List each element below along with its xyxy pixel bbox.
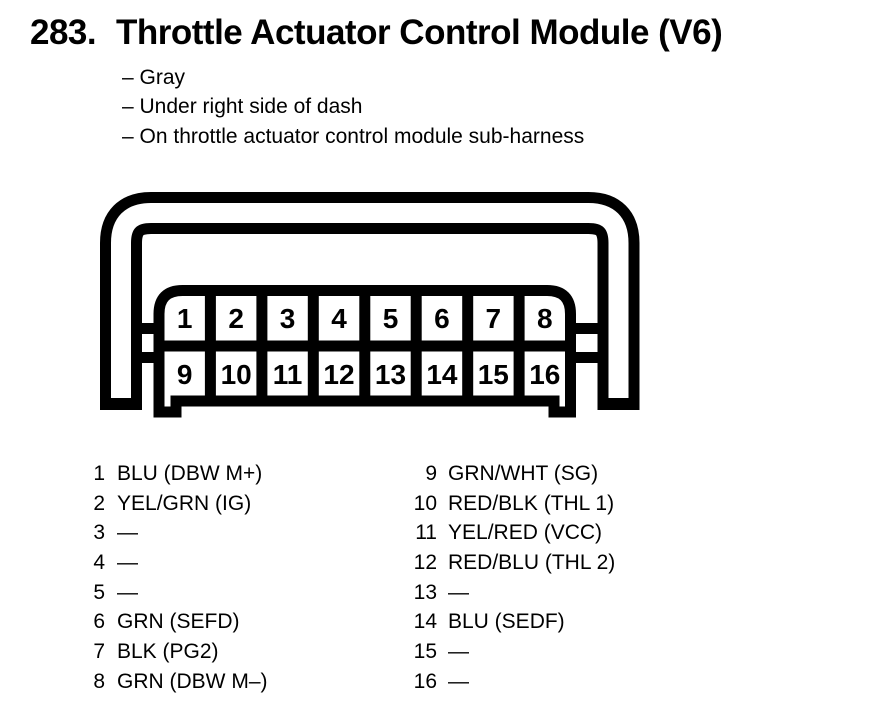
note-line: – Under right side of dash	[122, 95, 363, 119]
pin-number: 10	[413, 491, 437, 515]
pin-row: 16 —	[400, 667, 615, 697]
pin-number: 13	[413, 580, 437, 604]
pin-row: 9 GRN/WHT (SG)	[400, 459, 615, 489]
right-tab	[572, 352, 600, 363]
pin-cell-number: 8	[537, 303, 553, 334]
pin-cell-number: 6	[434, 303, 450, 334]
pin-label: YEL/GRN (IG)	[117, 491, 252, 515]
pin-label: RED/BLU (THL 2)	[448, 551, 616, 575]
pin-row: 4—	[85, 548, 268, 578]
pin-row: 14 BLU (SEDF)	[400, 607, 615, 637]
notes-list: – Gray – Under right side of dash – On thr…	[122, 63, 584, 151]
pin-number: 2	[93, 491, 105, 515]
pin-cell-number: 12	[323, 359, 354, 390]
pin-cell-number: 1	[177, 303, 193, 334]
pin-cell-number: 5	[383, 303, 399, 334]
note-line: – On throttle actuator control module su…	[122, 124, 585, 148]
pin-number: 6	[93, 610, 105, 634]
pin-row: 7 BLK (PG2)	[85, 637, 268, 667]
note-line: – Gray	[122, 66, 186, 89]
pin-number: 7	[93, 640, 105, 664]
pin-row: 13 —	[400, 578, 615, 608]
harness-loop-hollow	[111, 203, 629, 398]
pin-number: 5	[93, 580, 105, 604]
pin-number: 1	[93, 462, 105, 485]
pin-row: 2 YEL/GRN (IG)	[85, 489, 268, 519]
pin-cell-number: 9	[177, 359, 193, 390]
pin-label: —	[117, 551, 138, 575]
left-tab	[140, 352, 158, 363]
pin-number: 11	[415, 521, 437, 545]
pin-number: 12	[413, 551, 437, 575]
pinout-list-right: 9 GRN/WHT (SG) 10 RED/BLK (THL 1) 11 YEL/RED …	[400, 459, 616, 697]
pin-number: 16	[413, 669, 437, 693]
pin-label: —	[117, 521, 138, 545]
pin-row: 3—	[85, 518, 268, 548]
pin-cell-number: 15	[478, 359, 509, 390]
pin-grid	[159, 290, 571, 401]
pin-number: 15	[413, 640, 437, 664]
pin-label: —	[448, 640, 469, 664]
pin-label: —	[448, 669, 469, 693]
pin-cell-number: 7	[486, 303, 502, 334]
pin-row: 15 —	[400, 637, 615, 667]
pin-label: —	[117, 580, 138, 604]
pin-label: YEL/RED (VCC)	[448, 521, 603, 545]
pin-label: BLK (PG2)	[117, 640, 219, 664]
pin-label: —	[448, 580, 469, 604]
pin-cell-number: 2	[228, 303, 244, 334]
left-tab	[140, 323, 158, 334]
pin-row: 11 YEL/RED (VCC)	[400, 518, 615, 548]
pin-number: 4	[93, 551, 105, 575]
pin-row: 5—	[85, 578, 268, 608]
pin-cell-number: 11	[273, 359, 303, 390]
pin-label: GRN (DBW M–)	[117, 669, 268, 693]
pin-cell-number: 16	[529, 359, 560, 390]
page-title: Throttle Actuator Control Module (V6)	[116, 13, 723, 52]
pin-cell-number: 14	[426, 359, 458, 390]
section-number: 283.	[30, 13, 97, 52]
pin-cell-number: 4	[331, 303, 347, 334]
pin-cell-number: 3	[280, 303, 296, 334]
pin-label: BLU (SEDF)	[448, 610, 565, 634]
pin-row: 1 BLU (DBW M+)	[85, 459, 268, 489]
pin-label: GRN (SEFD)	[117, 610, 240, 634]
pin-row: 12 RED/BLU (THL 2)	[400, 548, 616, 578]
pin-number: 8	[93, 669, 105, 693]
pin-label: RED/BLK (THL 1)	[448, 491, 615, 515]
pin-number: 3	[93, 521, 105, 545]
pin-label: BLU (DBW M+)	[117, 462, 263, 485]
pin-cell-number: 10	[221, 359, 252, 390]
pin-number: 9	[425, 462, 437, 485]
pin-row: 6 GRN (SEFD)	[85, 607, 268, 637]
pin-number: 14	[413, 610, 437, 634]
pin-row: 8 GRN (DBW M–)	[85, 667, 268, 697]
right-tab	[572, 323, 600, 334]
pin-cell-number: 13	[375, 359, 406, 390]
pin-row: 10 RED/BLK (THL 1)	[400, 489, 615, 519]
pin-label: GRN/WHT (SG)	[448, 462, 599, 485]
